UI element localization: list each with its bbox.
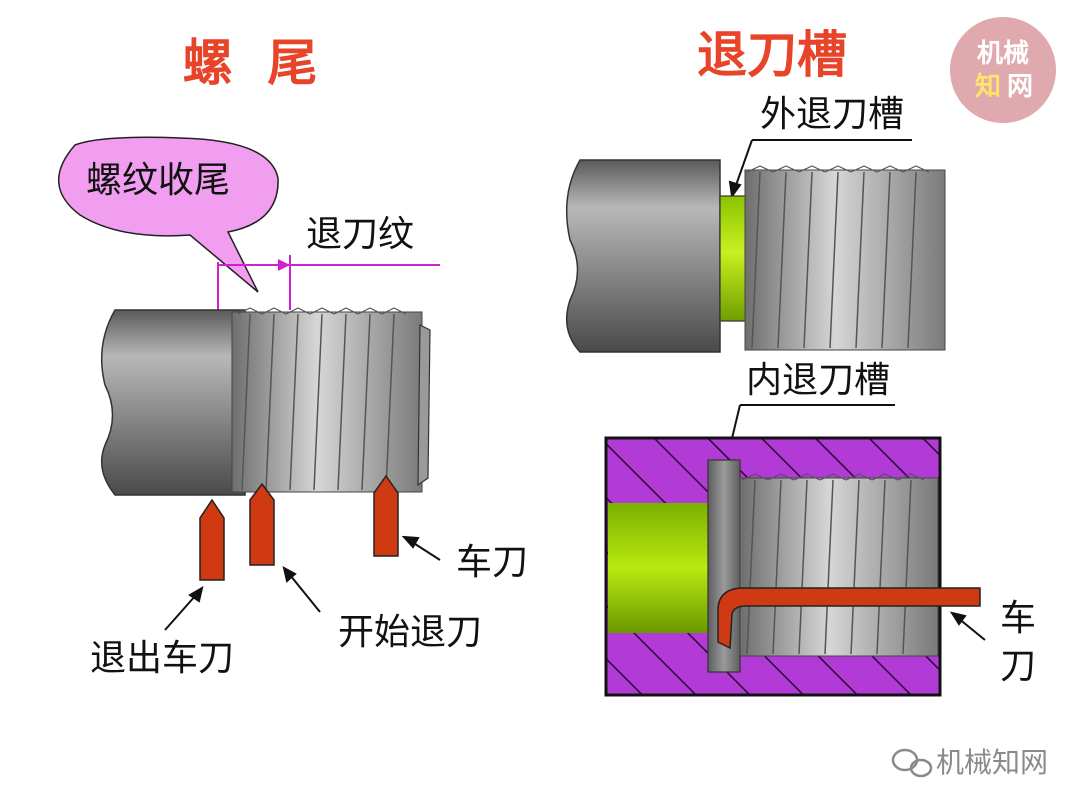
leader-arrows-left bbox=[164, 535, 441, 631]
thread-tooth bbox=[767, 473, 795, 481]
thread-tooth bbox=[261, 307, 287, 315]
thread-crest-line bbox=[241, 313, 251, 491]
runout-label: 退刀纹 bbox=[306, 214, 414, 255]
outer-groove bbox=[719, 195, 747, 322]
footer-watermark-text: 机械知网 bbox=[936, 746, 1048, 779]
callout-bubble bbox=[58, 136, 279, 293]
thread-tooth bbox=[824, 165, 852, 173]
inner-groove-label: 内退刀槽 bbox=[746, 360, 890, 401]
callout-text: 螺纹收尾 bbox=[86, 160, 230, 201]
watermark-badge bbox=[950, 17, 1056, 123]
thread-crest-line bbox=[772, 479, 782, 655]
threaded-shaft bbox=[100, 307, 431, 496]
thread-crests bbox=[237, 307, 407, 491]
thread-crest-line bbox=[855, 171, 865, 349]
thread-tooth bbox=[746, 165, 774, 173]
boring-tool-label-top: 车 bbox=[1000, 598, 1036, 639]
thread-tooth bbox=[902, 165, 930, 173]
thread-crest-line bbox=[265, 313, 275, 491]
thread-tooth bbox=[333, 307, 359, 315]
left-title: 螺 尾 bbox=[183, 34, 318, 92]
cutting-tool-label: 车刀 bbox=[456, 542, 528, 583]
thread-tooth bbox=[897, 473, 925, 481]
bore bbox=[608, 503, 712, 633]
thread-crest-line bbox=[824, 479, 834, 655]
thread-crest-line bbox=[361, 313, 371, 491]
thread-crest-line bbox=[746, 479, 756, 655]
boring-tool-arrow bbox=[949, 611, 986, 641]
outer-shaft bbox=[565, 159, 946, 353]
thread-crest-line bbox=[751, 171, 761, 349]
outer-thread-crests bbox=[746, 165, 930, 349]
thread-tooth bbox=[381, 307, 407, 315]
thread-tooth bbox=[285, 307, 311, 315]
thread-tooth bbox=[819, 473, 847, 481]
thread-tooth bbox=[309, 307, 335, 315]
thread-crest-line bbox=[876, 479, 886, 655]
thread-crest-line bbox=[902, 479, 912, 655]
thread-tooth bbox=[871, 473, 899, 481]
exit-tool-label: 退出车刀 bbox=[90, 638, 234, 679]
exit-tool bbox=[199, 498, 225, 581]
watermark-badge-bottom-1: 知 bbox=[975, 72, 1001, 102]
thread-tooth bbox=[876, 165, 904, 173]
thread-tooth bbox=[772, 165, 800, 173]
thread-tooth bbox=[793, 473, 821, 481]
thread-tooth bbox=[237, 307, 263, 315]
watermark-badge-bottom-2: 网 bbox=[1007, 72, 1033, 102]
thread-crest-line bbox=[907, 171, 917, 349]
thread-tooth bbox=[741, 473, 769, 481]
thread-crest-line bbox=[289, 313, 299, 491]
outer-groove-arrow bbox=[728, 139, 753, 199]
start-retract-tool bbox=[249, 482, 275, 566]
inner-thread-crests bbox=[741, 473, 925, 655]
thread-crest-line bbox=[881, 171, 891, 349]
thread-tooth bbox=[845, 473, 873, 481]
thread-crest-line bbox=[337, 313, 347, 491]
watermark-badge-top: 机械 bbox=[977, 39, 1029, 69]
thread-crest-line bbox=[850, 479, 860, 655]
cutting-tool bbox=[373, 474, 399, 557]
internal-thread-block bbox=[604, 436, 942, 697]
outer-groove-label: 外退刀槽 bbox=[760, 94, 904, 135]
wechat-icon bbox=[891, 748, 933, 778]
thread-crest-line bbox=[798, 479, 808, 655]
right-title: 退刀槽 bbox=[697, 26, 847, 84]
boring-tool bbox=[717, 587, 981, 650]
thread-tooth bbox=[850, 165, 878, 173]
thread-tooth bbox=[798, 165, 826, 173]
thread-crest-line bbox=[777, 171, 787, 349]
start-retract-label: 开始退刀 bbox=[338, 612, 482, 653]
thread-tooth bbox=[357, 307, 383, 315]
thread-crest-line bbox=[829, 171, 839, 349]
thread-crest-line bbox=[803, 171, 813, 349]
boring-tool-label-bottom: 刀 bbox=[1000, 646, 1036, 687]
thread-crest-line bbox=[385, 313, 395, 491]
thread-crest-line bbox=[313, 313, 323, 491]
